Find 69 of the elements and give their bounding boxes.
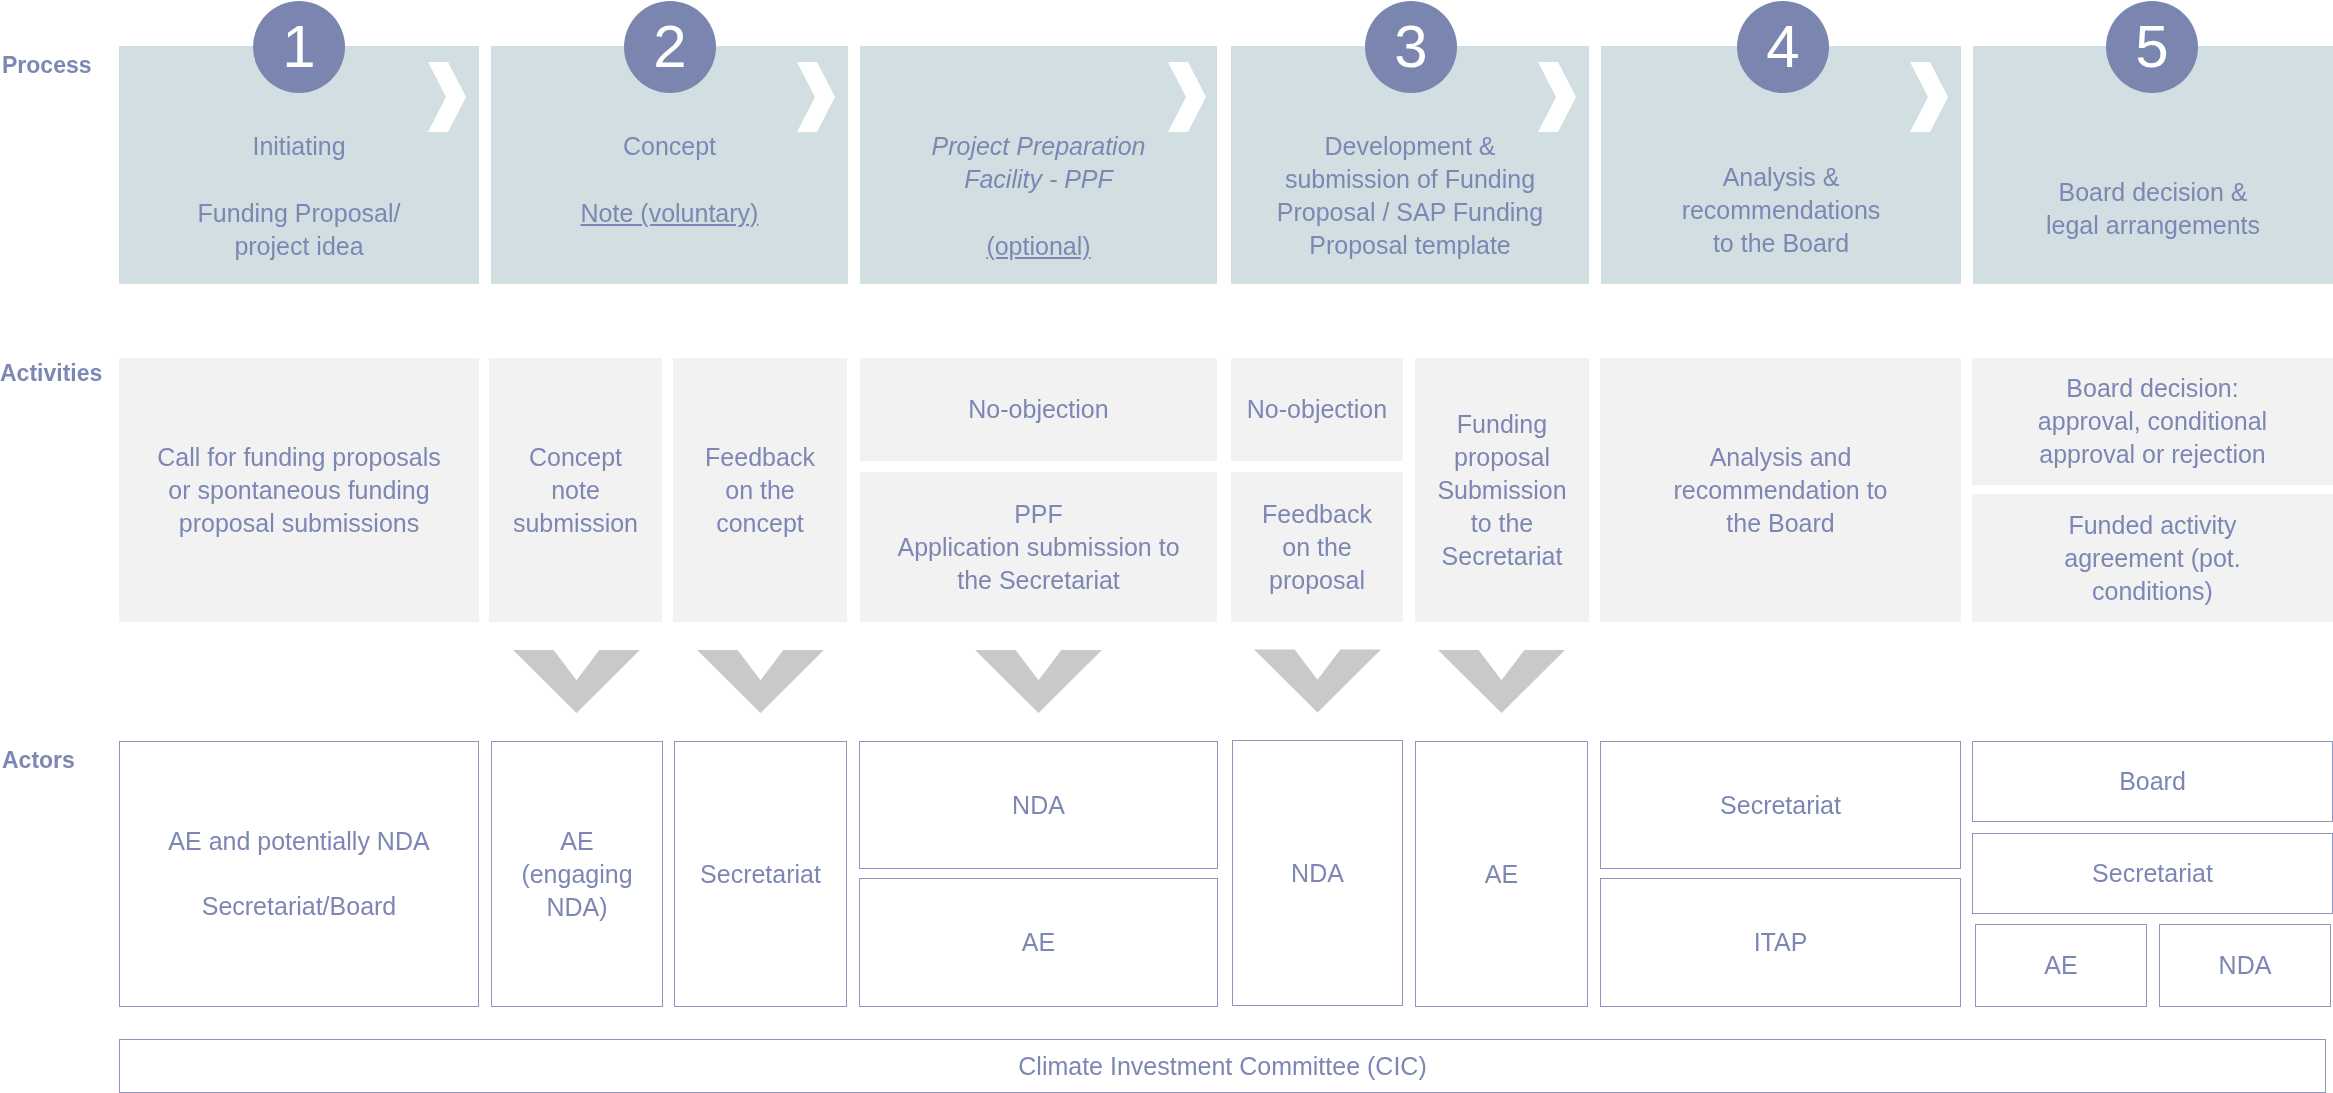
activity-text: No-objection bbox=[968, 394, 1109, 425]
actor-box bbox=[119, 741, 479, 1007]
process-step-text: Board decision & legal arrangements bbox=[2045, 177, 2261, 241]
process-step-text: Note (voluntary) bbox=[580, 198, 759, 229]
actor-name: AE bbox=[1021, 927, 1056, 958]
actor-box bbox=[1600, 741, 1961, 869]
chevron-arrow bbox=[1910, 62, 1948, 132]
activity-text: Concept note submission bbox=[511, 441, 640, 539]
actor-box bbox=[1232, 740, 1403, 1006]
process-step-text: Funding Proposal/ project idea bbox=[196, 198, 402, 262]
chevron-arrow bbox=[697, 650, 824, 713]
row-heading: Activities bbox=[0, 360, 103, 387]
actor-box bbox=[1972, 833, 2333, 914]
activity-text: No-objection bbox=[1246, 394, 1388, 425]
actor-name: Secretariat bbox=[1720, 789, 1841, 821]
actor-box bbox=[491, 741, 663, 1007]
actor-name: Secretariat bbox=[700, 858, 821, 890]
actor-name: ITAP bbox=[1753, 927, 1808, 958]
activity-text: Call for funding proposals or spontaneous funding proposal submissions bbox=[156, 441, 442, 539]
chevron-arrow bbox=[1438, 650, 1565, 713]
chevron-arrow bbox=[428, 62, 466, 132]
actor-name: AE bbox=[1484, 858, 1519, 890]
actor-name: Secretariat bbox=[2092, 858, 2213, 889]
chevron-arrow bbox=[975, 650, 1102, 713]
chevron-arrow bbox=[1168, 62, 1206, 132]
process-step-text: (optional) bbox=[986, 231, 1091, 262]
actor-name: Board bbox=[2119, 766, 2186, 797]
step-number: 2 bbox=[653, 17, 687, 77]
actor-box bbox=[119, 1039, 2326, 1093]
chevron-arrow bbox=[1254, 649, 1381, 713]
activity-text: PPF bbox=[1014, 498, 1063, 530]
actor-name: NDA bbox=[2218, 950, 2272, 981]
actor-name: NDA bbox=[1012, 789, 1065, 821]
actor-box bbox=[1975, 924, 2147, 1007]
row-heading: Actors bbox=[2, 747, 75, 774]
chevron-arrow bbox=[1538, 62, 1576, 132]
activity-text: Feedback on the proposal bbox=[1261, 498, 1373, 596]
process-step-text: Concept bbox=[622, 131, 717, 162]
activity-text: Analysis and recommendation to the Board bbox=[1672, 441, 1889, 539]
step-number: 1 bbox=[282, 17, 316, 77]
chevron-arrow bbox=[797, 62, 835, 132]
process-step-text: Analysis & recommendations to the Board bbox=[1680, 162, 1882, 259]
actor-box bbox=[1972, 741, 2333, 822]
actor-name: AE (engaging NDA) bbox=[521, 825, 633, 923]
process-step-box bbox=[860, 46, 1217, 284]
step-number: 3 bbox=[1394, 17, 1428, 77]
activity-text: Board decision: approval, conditional approval or rejection bbox=[2036, 373, 2269, 470]
actor-box bbox=[2159, 924, 2331, 1007]
step-number: 4 bbox=[1766, 17, 1800, 77]
step-number: 5 bbox=[2135, 17, 2169, 77]
process-step-text: Initiating bbox=[252, 131, 346, 162]
process-step-text: Development & submission of Funding Proposal / SAP Funding Proposal template bbox=[1275, 131, 1545, 261]
actor-box bbox=[674, 741, 847, 1007]
chevron-arrow bbox=[513, 650, 640, 713]
actor-box bbox=[1415, 741, 1588, 1007]
row-heading: Process bbox=[2, 52, 92, 79]
activity-text: Feedback on the concept bbox=[704, 441, 816, 539]
actor-name: Climate Investment Committee (CIC) bbox=[1018, 1050, 1427, 1082]
actor-name: AE bbox=[2044, 950, 2078, 981]
activity-text: Application submission to the Secretariat bbox=[896, 531, 1181, 596]
actor-name: Secretariat/Board bbox=[201, 891, 397, 922]
actor-name: NDA bbox=[1291, 857, 1344, 889]
actor-box bbox=[859, 741, 1218, 869]
actor-box bbox=[1600, 878, 1961, 1007]
actor-box bbox=[859, 878, 1218, 1007]
actor-name: AE and potentially NDA bbox=[168, 826, 430, 857]
activity-text: Funding proposal Submission to the Secretariat bbox=[1436, 408, 1568, 572]
process-step-text: Project Preparation Facility - PPF bbox=[930, 131, 1147, 195]
activity-text: Funded activity agreement (pot. conditions) bbox=[2063, 509, 2242, 607]
